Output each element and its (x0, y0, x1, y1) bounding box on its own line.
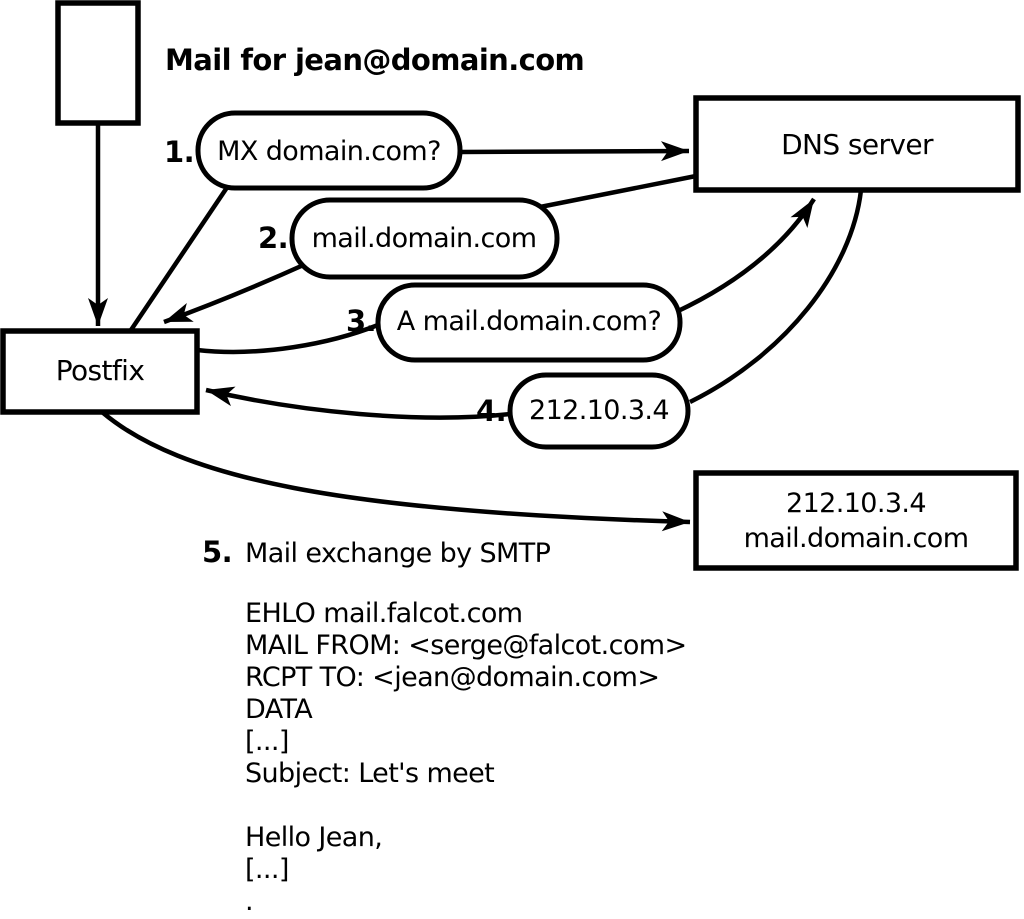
query1-pill (195, 110, 463, 191)
dns-server-label: DNS server (781, 128, 934, 161)
answer4-pill (507, 372, 691, 450)
query3-label: A mail.domain.com? (397, 306, 661, 337)
step2-number: 2. (258, 221, 288, 255)
answer2-pill (289, 197, 560, 280)
step3-number: 3. (346, 304, 376, 338)
postfix-label: Postfix (56, 354, 145, 387)
target-server-box (693, 470, 1019, 571)
connector-postfix-to-query1 (129, 184, 230, 332)
step4-number: 4. (476, 394, 506, 428)
answer4-label: 212.10.3.4 (529, 395, 669, 426)
mail-note-label: Mail for jean@domain.com (165, 43, 584, 77)
step5-label: Mail exchange by SMTP (245, 538, 551, 569)
arrow-answer2-to-postfix (163, 260, 309, 325)
target-ip-label: 212.10.3.4 (786, 488, 926, 519)
mail-envelope-box (55, 0, 141, 126)
postfix-box (0, 328, 200, 415)
connector-dns-to-answer4 (689, 189, 864, 405)
step1-number: 1. (164, 135, 194, 169)
connector-dns-to-answer2 (539, 173, 697, 210)
query1-label: MX domain.com? (217, 136, 441, 167)
answer2-label: mail.domain.com (312, 223, 537, 254)
query3-pill (375, 282, 683, 363)
arrow-query3-to-dns (675, 197, 816, 315)
smtp-transcript: EHLO mail.falcot.com MAIL FROM: <serge@f… (245, 598, 687, 917)
arrow-query1-to-dns (459, 141, 690, 162)
connector-postfix-to-query3 (196, 322, 379, 355)
arrow-answer4-to-postfix (205, 386, 511, 420)
target-host-label: mail.domain.com (744, 523, 969, 554)
step5-number: 5. (202, 535, 232, 569)
dns-server-box (693, 95, 1021, 193)
arrow-postfix-to-target-smtp (100, 410, 691, 532)
